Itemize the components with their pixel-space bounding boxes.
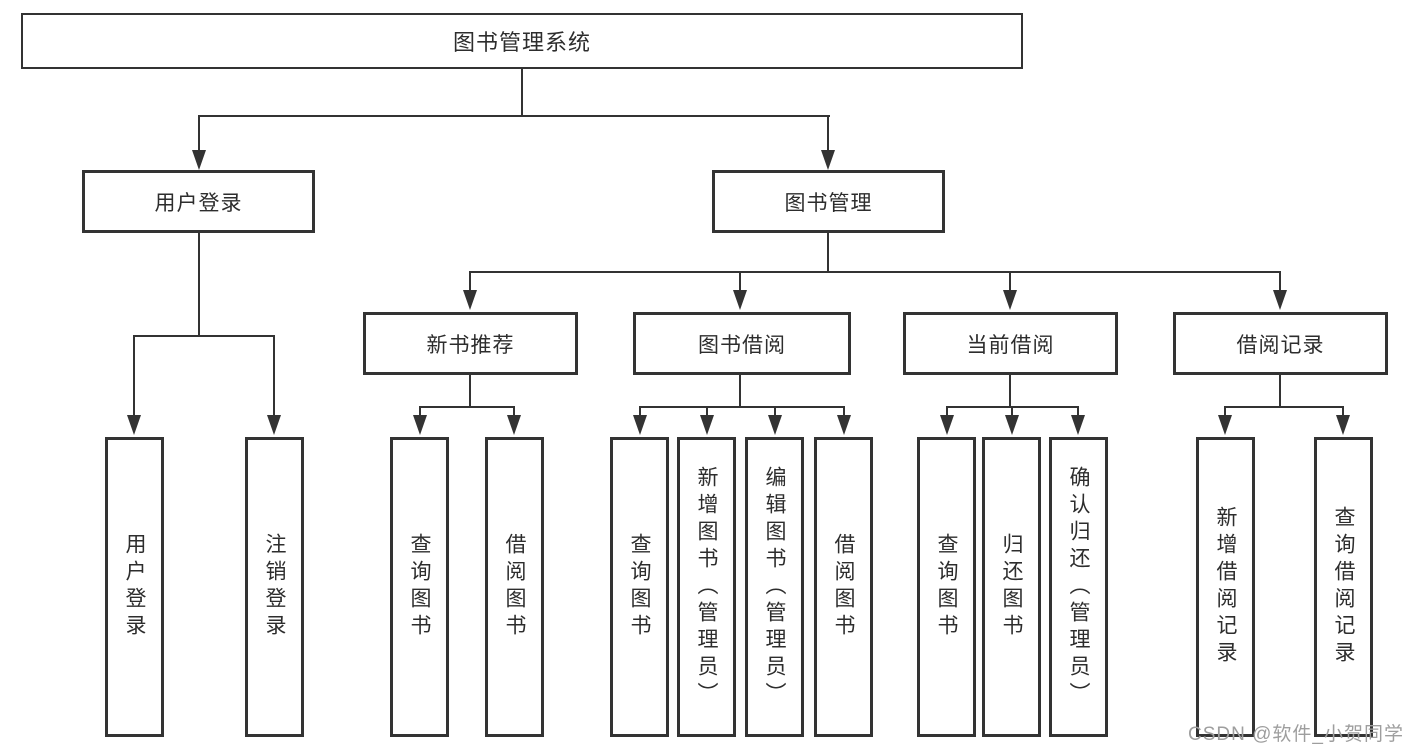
arrowhead-down-icon <box>413 415 427 435</box>
node-leaf-add-book-admin: 新增图书（管理员） <box>677 437 736 737</box>
connector-hline <box>469 271 1281 273</box>
connector-vline <box>1011 408 1013 417</box>
node-leaf-borrow-books-1: 借阅图书 <box>485 437 544 737</box>
arrowhead-down-icon <box>1005 415 1019 435</box>
connector-vline <box>774 408 776 417</box>
connector-vline <box>1009 273 1011 290</box>
connector-vline <box>739 273 741 290</box>
arrowhead-down-icon <box>633 415 647 435</box>
node-leaf-edit-book-admin: 编辑图书（管理员） <box>745 437 804 737</box>
arrowhead-down-icon <box>1218 415 1232 435</box>
connector-vline <box>1279 375 1281 406</box>
connector-hline <box>133 335 275 337</box>
connector-vline <box>843 408 845 417</box>
connector-vline <box>827 233 829 271</box>
arrowhead-down-icon <box>837 415 851 435</box>
node-leaf-query-books-2: 查询图书 <box>610 437 669 737</box>
connector-vline <box>469 273 471 290</box>
connector-hline <box>1224 406 1344 408</box>
node-root: 图书管理系统 <box>21 13 1023 69</box>
connector-vline <box>198 233 200 335</box>
arrowhead-down-icon <box>1003 290 1017 310</box>
connector-vline <box>1279 273 1281 290</box>
connector-vline <box>1077 408 1079 417</box>
watermark-text: CSDN @软件_小贺同学 <box>1188 724 1404 745</box>
connector-vline <box>521 69 523 117</box>
node-new-book-recommend: 新书推荐 <box>363 312 578 375</box>
node-leaf-query-books-1: 查询图书 <box>390 437 449 737</box>
connector-vline <box>198 117 200 151</box>
arrowhead-down-icon <box>1336 415 1350 435</box>
connector-vline <box>827 117 829 151</box>
arrowhead-down-icon <box>127 415 141 435</box>
node-leaf-logout: 注销登录 <box>245 437 304 737</box>
node-book-management: 图书管理 <box>712 170 945 233</box>
connector-vline <box>273 337 275 415</box>
node-borrowing-records: 借阅记录 <box>1173 312 1388 375</box>
arrowhead-down-icon <box>267 415 281 435</box>
node-leaf-confirm-return-admin: 确认归还（管理员） <box>1049 437 1108 737</box>
arrowhead-down-icon <box>700 415 714 435</box>
connector-vline <box>1342 408 1344 417</box>
arrowhead-down-icon <box>1273 290 1287 310</box>
connector-vline <box>513 408 515 417</box>
connector-hline <box>639 406 845 408</box>
connector-vline <box>946 408 948 417</box>
arrowhead-down-icon <box>507 415 521 435</box>
node-leaf-add-borrow-record: 新增借阅记录 <box>1196 437 1255 737</box>
connector-vline <box>419 408 421 417</box>
node-book-borrowing: 图书借阅 <box>633 312 851 375</box>
arrowhead-down-icon <box>821 150 835 170</box>
node-current-borrowing: 当前借阅 <box>903 312 1118 375</box>
connector-vline <box>133 337 135 415</box>
connector-vline <box>1224 408 1226 417</box>
arrowhead-down-icon <box>733 290 747 310</box>
connector-hline <box>419 406 515 408</box>
connector-vline <box>706 408 708 417</box>
node-leaf-return-book: 归还图书 <box>982 437 1041 737</box>
node-user-login: 用户登录 <box>82 170 315 233</box>
connector-vline <box>469 375 471 406</box>
arrowhead-down-icon <box>1071 415 1085 435</box>
node-leaf-query-books-3: 查询图书 <box>917 437 976 737</box>
connector-vline <box>1009 375 1011 406</box>
arrowhead-down-icon <box>940 415 954 435</box>
arrowhead-down-icon <box>192 150 206 170</box>
node-leaf-query-borrow-record: 查询借阅记录 <box>1314 437 1373 737</box>
arrowhead-down-icon <box>768 415 782 435</box>
arrowhead-down-icon <box>463 290 477 310</box>
node-leaf-user-login: 用户登录 <box>105 437 164 737</box>
node-leaf-borrow-books-2: 借阅图书 <box>814 437 873 737</box>
connector-vline <box>739 375 741 406</box>
connector-vline <box>639 408 641 417</box>
connector-hline <box>946 406 1079 408</box>
connector-hline <box>198 115 830 117</box>
